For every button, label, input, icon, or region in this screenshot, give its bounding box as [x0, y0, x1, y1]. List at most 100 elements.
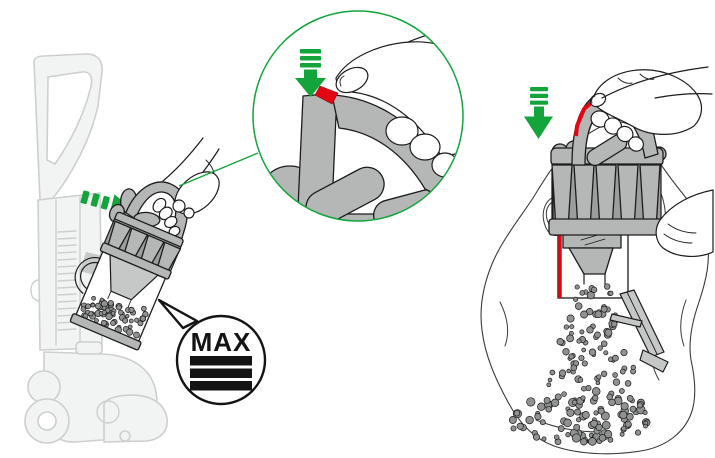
magnifier-leader-line	[178, 152, 259, 187]
debris-dot	[595, 423, 603, 431]
debris-dot	[126, 328, 134, 336]
debris-dot	[565, 432, 571, 438]
debris-dot	[594, 331, 601, 339]
debris-dot	[133, 331, 140, 339]
press-catch-arrow-icon	[524, 87, 553, 139]
falling-debris	[546, 283, 637, 394]
detail-arm-line-2	[478, 80, 506, 92]
debris-dot	[642, 410, 648, 415]
debris-dot	[539, 419, 546, 426]
debris-dot	[621, 425, 627, 432]
debris-dot	[94, 302, 102, 310]
detail-finger-4	[448, 172, 463, 194]
debris-dot	[80, 306, 87, 312]
debris-dot	[101, 305, 107, 311]
debris-dot	[590, 419, 598, 428]
debris-dot	[574, 302, 583, 310]
debris-dot	[562, 348, 570, 356]
debris-dot	[563, 418, 572, 428]
debris-dot	[570, 364, 578, 372]
debris-dot	[140, 305, 147, 312]
debris-dot	[590, 286, 598, 293]
holding-hand-left	[162, 137, 220, 219]
vacuum-ball	[27, 370, 61, 404]
bin-base-lid	[69, 313, 142, 351]
debris-dot	[580, 438, 588, 446]
detail-finger-2	[409, 133, 441, 161]
debris-dot	[125, 313, 130, 319]
debris-dot	[85, 303, 91, 310]
debris-dot	[604, 283, 611, 290]
debris-dot	[619, 410, 628, 420]
vacuum-bin-dock	[75, 341, 103, 355]
debris-dot	[88, 311, 94, 317]
debris-dot	[508, 416, 517, 424]
arm-line-right-1	[601, 66, 709, 99]
debris-dot	[619, 388, 625, 394]
debris-dot	[612, 378, 621, 386]
vacuum-hose-ribs	[57, 230, 77, 331]
detail-knuckle	[460, 190, 463, 206]
debris-dot	[526, 397, 536, 407]
debris-dot	[620, 402, 629, 411]
debris-dot	[566, 334, 574, 343]
debris-dot	[573, 296, 579, 302]
debris-dot	[576, 417, 582, 423]
debris-dot	[545, 405, 552, 413]
empty-into-bag-panel	[480, 66, 714, 455]
debris-dot	[513, 409, 521, 417]
debris-dot	[101, 309, 107, 315]
debris-dot	[600, 411, 610, 421]
debris-dot	[115, 304, 122, 311]
debris-dot	[550, 398, 560, 407]
debris-dot	[581, 385, 587, 392]
debris-dot	[592, 394, 599, 402]
debris-dot	[581, 411, 590, 419]
vacuum-body-detail-circle	[96, 400, 120, 424]
debris-dot	[597, 407, 605, 415]
release-catch-red	[314, 85, 339, 105]
debris-dot	[128, 306, 135, 313]
debris-dot	[643, 423, 648, 429]
grip-finger-4	[628, 136, 644, 152]
debris-dot	[537, 402, 546, 411]
funnel-mouth-lines	[583, 273, 606, 285]
debris-dot	[586, 291, 595, 300]
debris-dot	[122, 317, 129, 324]
debris-dot	[624, 380, 632, 387]
debris-dot	[608, 290, 614, 296]
debris-dot	[581, 360, 588, 367]
debris-dot	[588, 437, 597, 446]
press-catch-arrow-detail-icon	[295, 49, 326, 97]
debris-dot	[579, 329, 585, 335]
debris-dot	[580, 395, 586, 401]
max-callout-tail	[157, 298, 199, 330]
debris-dot	[595, 380, 601, 386]
knuckle-creases	[617, 73, 655, 84]
debris-dot	[596, 374, 602, 380]
debris-dot	[139, 315, 146, 322]
debris-dot	[107, 300, 114, 307]
magnifier-content	[253, 25, 506, 221]
max-line-bar-1	[190, 356, 252, 366]
cyclone-collar-right	[548, 218, 666, 236]
debris-dot	[128, 318, 134, 324]
detail-finger-1	[385, 116, 419, 146]
debris-dot	[591, 387, 601, 396]
magnifier-detail	[252, 10, 506, 222]
debris-dot	[516, 422, 524, 430]
vacuum-cord-hook	[30, 279, 39, 302]
debris-dot	[620, 349, 628, 357]
debris-dot	[586, 326, 594, 334]
debris-dot	[91, 295, 96, 301]
debris-dot	[604, 430, 613, 439]
vacuum-front-roller	[119, 430, 131, 442]
debris-dot	[553, 434, 560, 440]
debris-dot	[601, 420, 611, 430]
debris-dot	[118, 309, 124, 316]
debris-dot	[573, 423, 581, 431]
debris-dot	[581, 347, 587, 353]
debris-dot	[626, 395, 634, 402]
debris-dot	[624, 420, 632, 428]
